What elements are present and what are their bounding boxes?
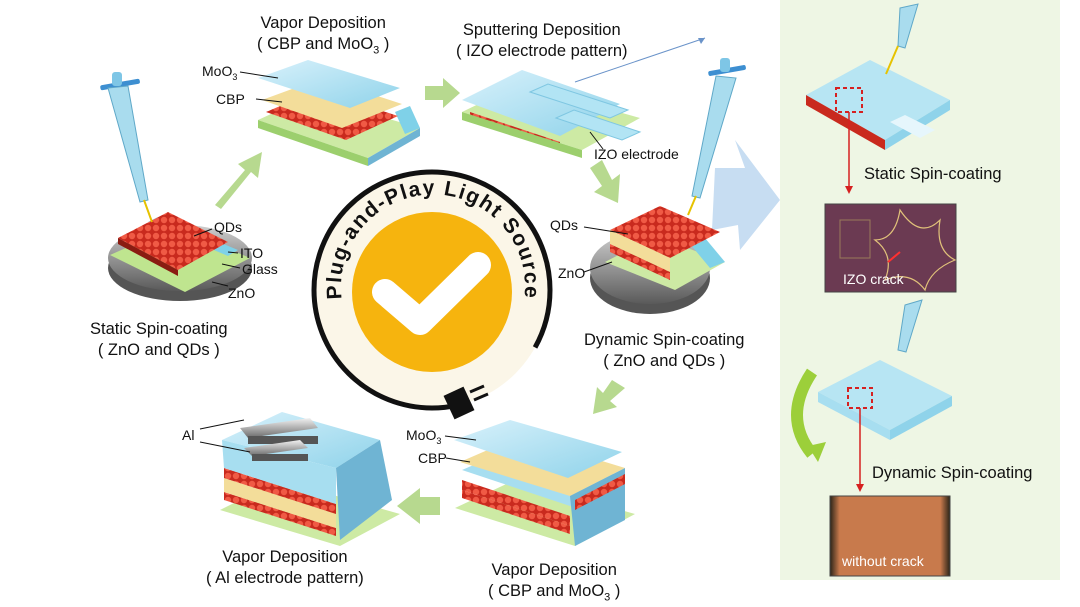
- without-crack-label: without crack: [842, 553, 924, 569]
- step4-qd-edge: [610, 244, 670, 280]
- step6-al-bar-1: [240, 418, 318, 438]
- step6-caption: Vapor Deposition ( Al electrode pattern): [206, 547, 364, 588]
- process-arrows: [215, 78, 780, 524]
- checkmark-icon: [372, 252, 491, 335]
- arrow-1-to-2: [215, 152, 262, 209]
- label-glass: Glass: [242, 261, 278, 277]
- step6-mid: [224, 478, 336, 528]
- label-qds-step4: QDs: [550, 217, 578, 233]
- label-zno-step4: ZnO: [558, 265, 586, 281]
- step3-base: [462, 112, 582, 158]
- right-dynamic-device: [791, 299, 952, 492]
- step4-ito: [690, 238, 725, 268]
- step6-side: [336, 440, 392, 540]
- step4-title: Dynamic Spin-coating: [584, 331, 745, 349]
- step5-subtitle: ( CBP and MoO3 ): [488, 581, 621, 603]
- label-moo3-step5: MoO3: [406, 427, 442, 446]
- step5-caption: Vapor Deposition ( CBP and MoO3 ): [488, 560, 620, 605]
- step6-upper-qd: [224, 468, 336, 514]
- rotation-arrow-icon: [791, 368, 818, 458]
- step2-title: Vapor Deposition: [260, 14, 386, 32]
- label-qds-step1: QDs: [214, 219, 242, 235]
- label-zno-step1: ZnO: [228, 285, 256, 301]
- arrow-3-to-4: [590, 160, 620, 203]
- label-izo-electrode: IZO electrode: [594, 146, 679, 162]
- label-al: Al: [182, 427, 195, 443]
- izo-crack-micrograph: [824, 203, 957, 293]
- step6-al-bar-2-face: [252, 454, 308, 461]
- step3-izo-strip-1: [528, 83, 630, 119]
- step1-title: Static Spin-coating: [90, 320, 228, 338]
- step4-pipette: [687, 58, 746, 216]
- arrow-to-right-panel: [712, 140, 780, 250]
- step5-title: Vapor Deposition: [491, 561, 617, 579]
- step3-izo-strip-2: [554, 109, 642, 141]
- step2-subtitle: ( CBP and MoO3 ): [257, 34, 390, 56]
- step5-qd-side: [575, 474, 625, 510]
- step6-al-bar-2: [244, 440, 308, 456]
- step5-upper-qd: [462, 480, 570, 526]
- step6-subtitle: ( Al electrode pattern): [206, 568, 364, 587]
- label-cbp-step2: CBP: [216, 91, 245, 107]
- right-dynamic-label: Dynamic Spin-coating: [872, 464, 1033, 482]
- step2-base-side: [368, 128, 420, 166]
- step4-cbp-edge: [610, 230, 670, 272]
- step2-base: [258, 120, 368, 166]
- step3-title: Sputtering Deposition: [462, 21, 621, 39]
- step5-lower-qd: [462, 490, 570, 534]
- step6-title: Vapor Deposition: [222, 548, 348, 566]
- step5-moo3: [454, 420, 622, 478]
- step2-ito-strips: [395, 106, 420, 134]
- arrow-5-to-6: [397, 488, 440, 524]
- step6-device: [220, 412, 400, 546]
- arrow-2-to-3: [425, 78, 460, 108]
- label-cbp-step5: CBP: [418, 450, 447, 466]
- plug-and-play-badge: [311, 169, 553, 420]
- arrow-4-to-5: [593, 380, 625, 414]
- step4-device: [590, 206, 725, 314]
- step1-pipette: [100, 72, 153, 223]
- without-crack-micrograph: [829, 495, 951, 577]
- step1-subtitle: ( ZnO and QDs ): [97, 340, 220, 359]
- step3-caption: Sputtering Deposition ( IZO electrode pa…: [456, 20, 628, 61]
- right-static-label: Static Spin-coating: [864, 165, 1002, 183]
- label-moo3-step2: MoO3: [202, 63, 238, 82]
- step2-caption: Vapor Deposition ( CBP and MoO3 ): [257, 13, 389, 58]
- step3-device: [462, 70, 642, 158]
- step4-subtitle: ( ZnO and QDs ): [603, 351, 726, 370]
- step4-qd-layer: [610, 206, 720, 258]
- izo-pointer-line: [574, 37, 706, 83]
- step6-top-edge: [222, 440, 336, 504]
- step1-qd-layer: [118, 212, 228, 270]
- step2-device: [258, 60, 420, 166]
- right-static-device: [806, 3, 950, 194]
- label-ito: ITO: [240, 245, 264, 261]
- plug-icon: [443, 386, 475, 420]
- step1-caption: Static Spin-coating ( ZnO and QDs ): [90, 319, 228, 360]
- step1-qd-edge: [118, 238, 178, 276]
- step2-moo3-layer: [258, 60, 400, 108]
- izo-pointer-head: [698, 38, 705, 44]
- step1-device: [108, 212, 252, 301]
- step5-device: [454, 420, 635, 546]
- step6-lower-qd: [224, 492, 336, 536]
- step6-al-bar-1-face: [248, 436, 318, 444]
- izo-crack-label: IZO crack: [843, 271, 904, 287]
- step3-subtitle: ( IZO electrode pattern): [456, 41, 628, 60]
- step4-caption: Dynamic Spin-coating ( ZnO and QDs ): [584, 330, 745, 371]
